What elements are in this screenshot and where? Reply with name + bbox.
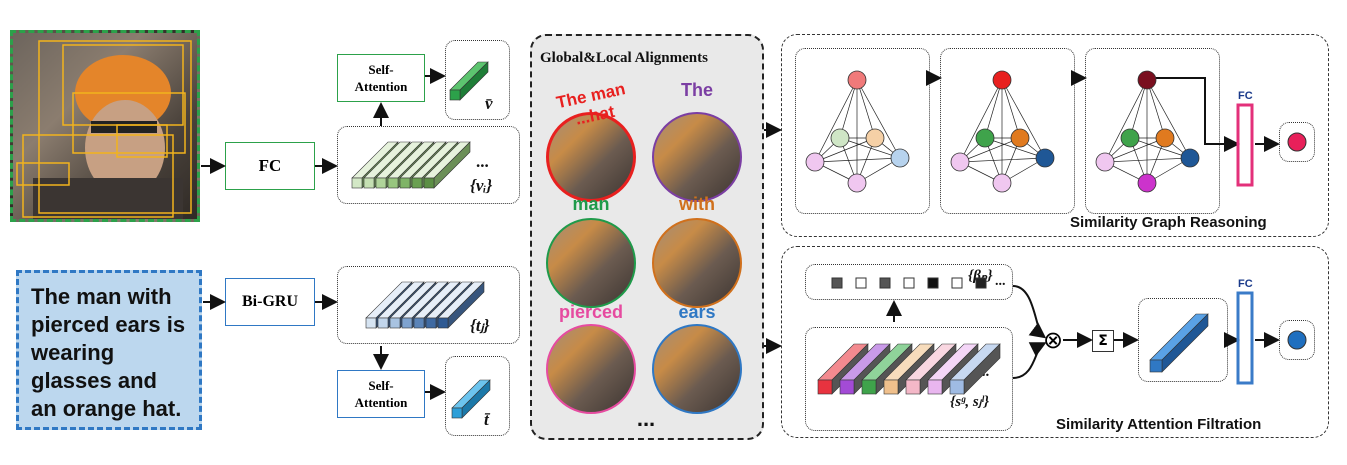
align-circle-1 <box>546 112 636 202</box>
reasoning-output-box <box>1279 122 1315 162</box>
align-circle-5 <box>546 324 636 414</box>
v-dots: ... <box>476 152 489 171</box>
t-set-label: {tⱼ} <box>470 316 490 335</box>
fc-block: FC <box>225 142 315 190</box>
text-local-box <box>337 266 520 344</box>
aggregated-box <box>1138 298 1228 382</box>
align-word-5: pierced <box>558 302 624 322</box>
t-dots: ... <box>460 290 473 309</box>
align-circle-4 <box>652 218 742 308</box>
graph-box-3 <box>1085 48 1220 214</box>
graph-box-2 <box>940 48 1075 214</box>
reasoning-title: Similarity Graph Reasoning <box>1070 214 1267 231</box>
align-word-3: man <box>572 194 610 214</box>
align-circle-3 <box>546 218 636 308</box>
sum-node: Σ <box>1092 330 1114 352</box>
self-attention-text: Self- Attention <box>337 370 425 418</box>
align-circle-2 <box>652 112 742 202</box>
t-bar-label: t̄ <box>484 410 489 429</box>
bigru-block: Bi-GRU <box>225 278 315 326</box>
filtration-output-box <box>1279 320 1315 360</box>
text-global-box <box>445 356 510 436</box>
input-caption: The man with pierced ears is wearing gla… <box>16 270 202 430</box>
align-word-2: The <box>680 80 713 100</box>
beta-set-label: {βₚ} <box>968 268 993 284</box>
s-dots: ... <box>978 364 990 380</box>
beta-dots: ... <box>995 274 1006 289</box>
align-ellipsis: ... <box>636 406 656 431</box>
s-set-label: {sᵍ, sⱼˡ} <box>950 394 990 410</box>
alignments-title: Global&Local Alignments <box>540 50 708 66</box>
reasoning-fc-label: FC <box>1238 90 1253 102</box>
graph-box-1 <box>795 48 930 214</box>
v-set-label: {vᵢ} <box>470 176 493 195</box>
visual-local-box <box>337 126 520 204</box>
filtration-fc-label: FC <box>1238 278 1253 290</box>
align-circle-6 <box>652 324 742 414</box>
v-bar-label: v̄ <box>485 94 493 113</box>
self-attention-visual: Self- Attention <box>337 54 425 102</box>
filtration-title: Similarity Attention Filtration <box>1056 416 1262 433</box>
align-word-6: ears <box>678 302 716 322</box>
region-boxes <box>16 40 192 219</box>
glasses-shape <box>91 121 157 133</box>
visual-global-box <box>445 40 510 120</box>
align-word-4: with <box>679 194 715 214</box>
multiply-node: ⊗ <box>1043 326 1064 354</box>
input-image <box>10 30 200 222</box>
